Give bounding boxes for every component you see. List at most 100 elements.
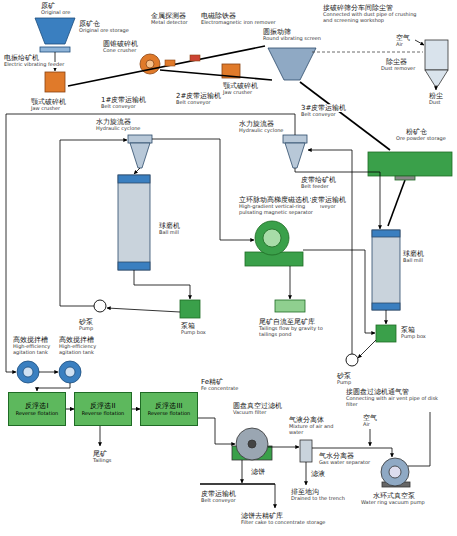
chinese-label: 水力旋流器 [95, 118, 132, 126]
chinese-label: 气水分离器 [318, 452, 355, 460]
flow-line [370, 429, 371, 446]
ball-mill [118, 175, 150, 183]
english-label: Tailings [92, 458, 112, 464]
chinese-label: 除尘器 [385, 58, 408, 66]
flow-line [6, 114, 295, 372]
english-label: Filter cake to concentrate storage [240, 520, 326, 526]
english-label: High-efficiency agitation tank [58, 344, 104, 356]
ball-mill [372, 230, 400, 237]
cell-subtitle: Reverse flotation [148, 410, 191, 416]
english-label: Pump [78, 326, 94, 332]
english-label: Dust remover [380, 66, 416, 72]
flow-line [242, 460, 243, 483]
chinese-label: 电磁除铁器 [200, 12, 237, 20]
vibrating-screen [268, 48, 316, 80]
pump-box [376, 325, 396, 342]
english-label: Belt conveyor [200, 498, 237, 504]
chinese-label: 砂泵 [336, 372, 352, 380]
chinese-label: 滤饼去精矿库 [240, 512, 284, 520]
english-label: Connected with dust pipe of crushing and… [322, 12, 424, 24]
vibrating-screen [268, 48, 316, 80]
english-label: Mixture of air and water [288, 424, 335, 436]
chinese-label: 尾矿自流至尾矿库 [258, 318, 316, 326]
chinese-label: 滤饼 [250, 468, 266, 476]
belt-conveyor [160, 70, 272, 80]
dust-remover [425, 40, 448, 86]
flow-line [306, 462, 307, 485]
english-label: Fe concentrate [200, 386, 239, 392]
ball-mill [372, 230, 400, 310]
chinese-label: 立环脉动高梯度磁选机 [238, 196, 310, 204]
ore-powder-bin [395, 176, 415, 180]
chinese-label: 泵箱 [180, 322, 196, 330]
chinese-label: 高效搅拌槽 [58, 336, 95, 344]
flow-line [275, 484, 276, 508]
flotation-cell: 反浮选IReverse flotation [8, 392, 66, 426]
flow-line [134, 168, 140, 174]
chinese-label: 圆振动筛 [262, 28, 292, 36]
water-ring-vacuum-pump [381, 458, 410, 487]
english-label: Tailings flow by gravity to tailings pon… [258, 326, 330, 338]
chinese-label: 水环式真空泵 [372, 492, 416, 500]
chinese-label: 排至地沟 [290, 488, 320, 496]
flow-line [37, 383, 70, 391]
english-label: Electric vibrating feeder [3, 62, 65, 68]
flow-line [268, 447, 299, 448]
chinese-label: 泵箱 [400, 326, 416, 334]
gas-water-separator [300, 440, 312, 462]
chinese-label: 圆盘真空过滤机 [232, 402, 283, 410]
flow-line [358, 340, 376, 358]
english-label: Pump box [180, 330, 207, 336]
english-label: High-gradient vertical-ring pulsating ma… [238, 204, 320, 216]
pump-box [180, 300, 396, 342]
dust-pipe [312, 52, 423, 53]
english-label: Round vibrating screen [262, 36, 322, 42]
chinese-label: 接破碎筛分车间除尘管 [322, 4, 394, 12]
chinese-label: 原矿 [40, 2, 56, 10]
flow-line [386, 310, 387, 324]
flow-line [290, 266, 291, 299]
chinese-label: 滤液 [310, 470, 326, 478]
chinese-label: 粉尘 [428, 92, 444, 100]
vent-pipe [408, 412, 430, 466]
flow-line [107, 308, 180, 312]
chinese-label: 颚式破碎机 [30, 98, 67, 106]
english-label: Jaw crusher [30, 106, 61, 112]
english-label: Original ore [40, 10, 71, 16]
chinese-label: 金属探测器 [150, 12, 187, 20]
flow-line [152, 139, 254, 240]
dust-pipe [312, 52, 423, 53]
flotation-cell: 反浮选IIIReverse flotation [140, 392, 198, 426]
english-label: Original ore storage [78, 28, 130, 34]
vent-pipe [408, 412, 430, 466]
agitation-tank [23, 367, 33, 377]
cell-title: 反浮选II [90, 402, 115, 410]
chinese-label: 粉矿仓 [405, 128, 428, 136]
english-label: Pump box [400, 334, 427, 340]
english-label: Ore powder storage [395, 136, 447, 142]
hydraulic-cyclone [130, 143, 150, 168]
ball-mill [118, 262, 150, 270]
metal-detector [165, 60, 175, 66]
dust-remover [425, 70, 448, 86]
flow-line [39, 372, 58, 373]
english-label: Dust [428, 100, 442, 106]
english-label: Gas water separator [318, 460, 371, 466]
gas-water-separator [300, 440, 312, 462]
chinese-label: 圆锥破碎机 [102, 40, 139, 48]
magnetic-separator [263, 229, 281, 247]
chinese-label: 球磨机 [402, 250, 425, 258]
belt-conveyor [68, 46, 405, 484]
flow-line [134, 270, 190, 299]
chinese-label: 气液分离体 [288, 416, 325, 424]
flow-line [415, 40, 424, 45]
belt-conveyor [300, 82, 390, 150]
chinese-label: 原矿仓 [78, 20, 101, 28]
hydraulic-cyclone [128, 135, 152, 143]
belt-conveyor [388, 180, 405, 226]
agitation-tank [65, 367, 75, 377]
english-label: Belt conveyor [175, 100, 212, 106]
english-label: Belt conveyor [100, 104, 137, 110]
